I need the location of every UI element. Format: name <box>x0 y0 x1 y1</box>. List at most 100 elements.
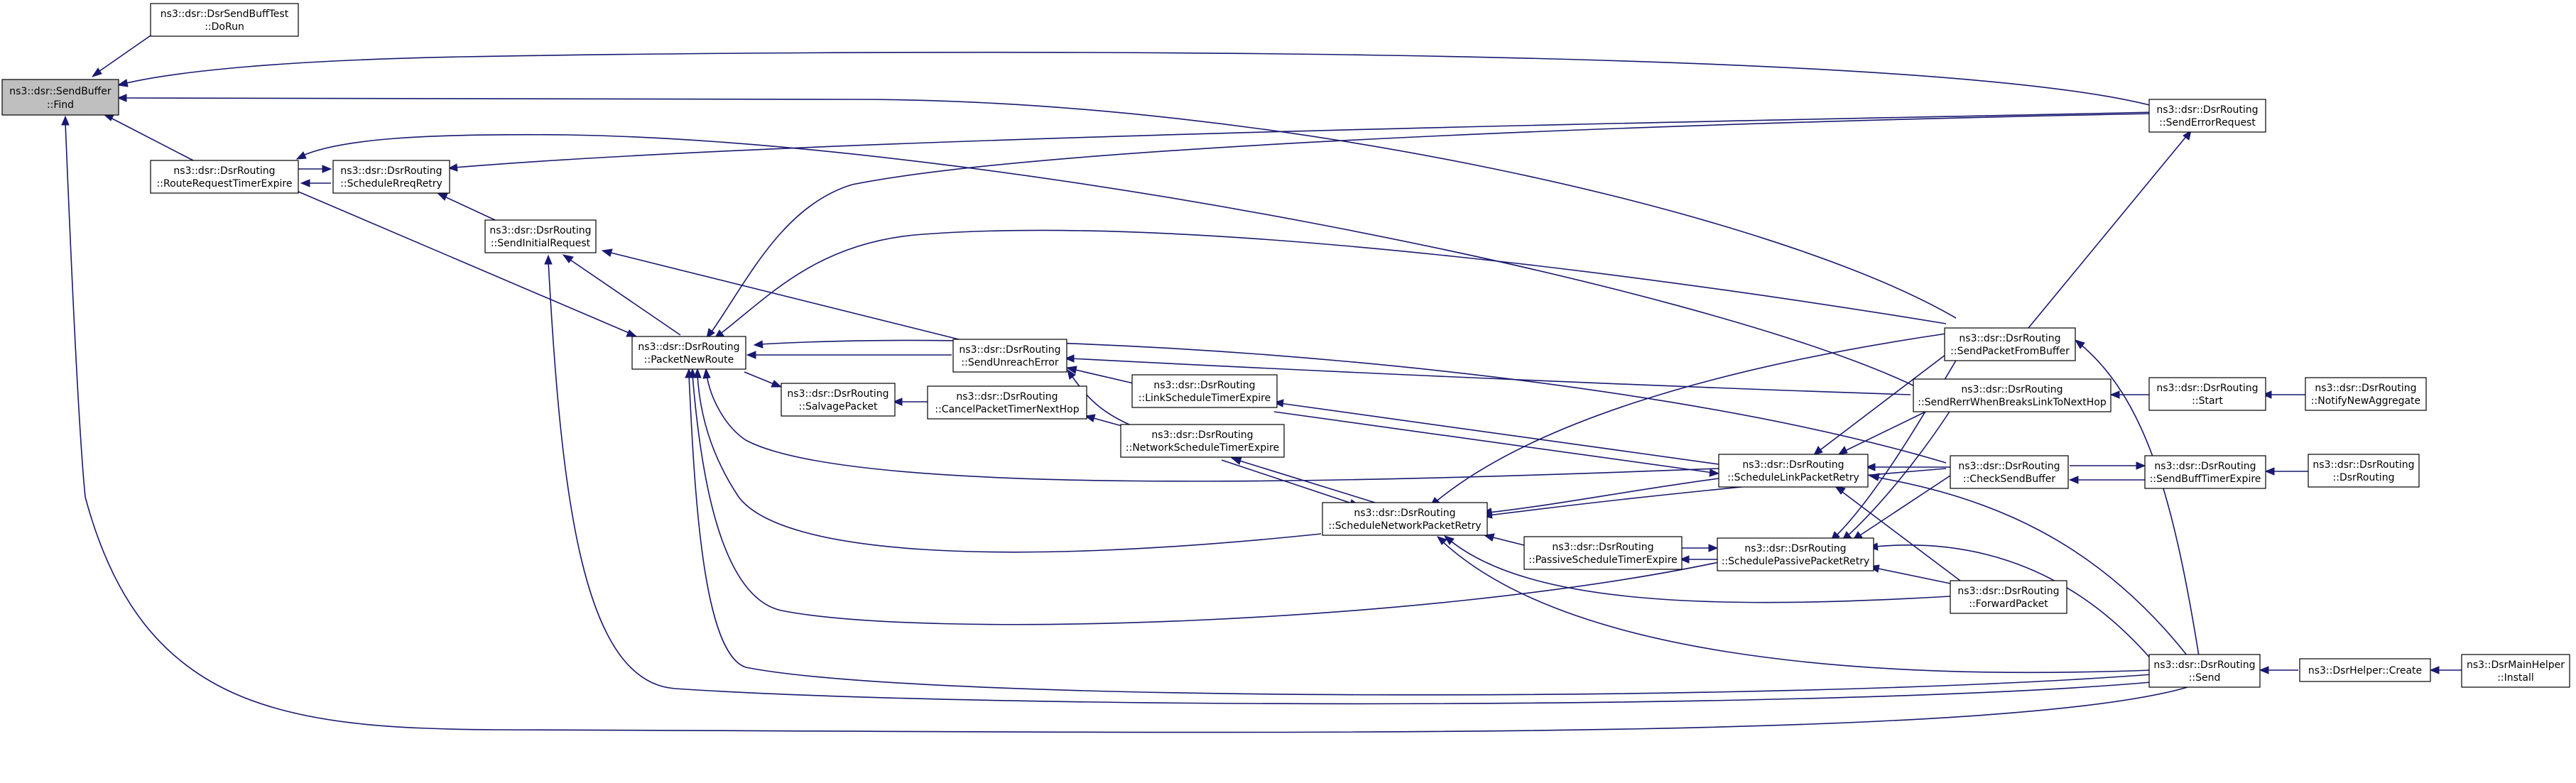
edge-cptnh-to-salvage <box>892 398 928 406</box>
node-label: ::SendPacketFromBuffer <box>1950 346 2070 357</box>
node-dsrmainhelper-install[interactable]: ns3::DsrMainHelper ::Install <box>2461 654 2570 688</box>
node-label: ns3::dsr::DsrRouting <box>1961 384 2063 395</box>
edge-spfb-to-ser <box>2028 129 2192 329</box>
edge-dorun-to-find <box>91 33 153 77</box>
node-label: ns3::dsr::DsrRouting <box>2313 459 2414 471</box>
edge-srwbl-to-sue <box>1064 354 1911 395</box>
edge-nste-to-sue <box>1067 368 1130 425</box>
node-start[interactable]: ns3::dsr::DsrRouting ::Start <box>2148 377 2266 411</box>
node-schedulepassivepacketretry[interactable]: ns3::dsr::DsrRouting ::SchedulePassivePa… <box>1717 537 1874 571</box>
node-label: ns3::dsr::DsrSendBuffTest <box>161 9 289 20</box>
node-label: ns3::dsr::DsrRouting <box>1958 461 2060 472</box>
node-sendpacketfrombuffer[interactable]: ns3::dsr::DsrRouting ::SendPacketFromBuf… <box>1944 327 2076 361</box>
node-sendbufftimerexpire[interactable]: ns3::dsr::DsrRouting ::SendBuffTimerExpi… <box>2144 455 2266 489</box>
edge-spfb-to-snpr <box>1429 333 1947 507</box>
node-label: ::SendInitialRequest <box>491 238 591 249</box>
node-label: ns3::dsr::DsrRouting <box>1552 542 1653 553</box>
node-networkscheduletimerexpire[interactable]: ns3::dsr::DsrRouting ::NetworkScheduleTi… <box>1120 424 1285 458</box>
node-label: ::ScheduleLinkPacketRetry <box>1727 472 1859 483</box>
edge-spfb-to-sppr <box>1830 343 1967 542</box>
node-notifynewaggregate[interactable]: ns3::dsr::DsrRouting ::NotifyNewAggregat… <box>2305 377 2427 411</box>
node-label: ns3::dsr::DsrRouting <box>2153 659 2255 671</box>
node-label: ::SchedulePassivePacketRetry <box>1722 556 1870 567</box>
node-label: ns3::dsr::DsrRouting <box>489 225 591 236</box>
node-checksendbuffer[interactable]: ns3::dsr::DsrRouting ::CheckSendBuffer <box>1950 455 2069 489</box>
edge-send-to-pnr <box>685 368 2153 696</box>
node-sendbuffer-find[interactable]: ns3::dsr::SendBuffer ::Find <box>1 79 119 116</box>
node-label: ::Find <box>47 99 74 111</box>
edge-ser-to-find-upper <box>116 51 2156 107</box>
edge-pste-to-sppr <box>1680 544 1719 552</box>
node-label: ns3::dsr::DsrRouting <box>638 341 739 353</box>
node-label: ns3::dsr::DsrRouting <box>2154 461 2256 472</box>
node-label: ::LinkScheduleTimerExpire <box>1138 393 1271 404</box>
edge-send-to-sir <box>544 254 2160 705</box>
edge-sppr-to-pste <box>1679 555 1717 564</box>
edge-ctor-to-sbte <box>2264 467 2308 476</box>
edge-spfb-to-pnr <box>713 229 1947 339</box>
edge-srwbl-to-rrte <box>295 133 1918 388</box>
node-label: ns3::dsr::DsrRouting <box>1959 333 2060 344</box>
node-sendunreacherror[interactable]: ns3::dsr::DsrRouting ::SendUnreachError <box>952 339 1067 373</box>
node-label: ::RouteRequestTimerExpire <box>157 178 293 190</box>
edge-ser-to-srr <box>447 111 2156 172</box>
node-label: ns3::dsr::DsrRouting <box>1957 586 2059 597</box>
node-schedulerreqretry[interactable]: ns3::dsr::DsrRouting ::ScheduleRreqRetry <box>332 160 450 194</box>
node-dsrsendbufftest-dorun[interactable]: ns3::dsr::DsrSendBuffTest ::DoRun <box>150 3 299 37</box>
edge-csb-to-slpr <box>1865 463 1950 471</box>
node-label: ::ScheduleRreqRetry <box>340 178 442 190</box>
node-send[interactable]: ns3::dsr::DsrRouting ::Send <box>2148 654 2261 688</box>
node-label: ns3::dsr::DsrRouting <box>1153 380 1255 391</box>
node-dsrrouting-ctor[interactable]: ns3::dsr::DsrRouting ::DsrRouting <box>2308 454 2420 488</box>
node-label: ::Install <box>2497 672 2534 684</box>
edge-pnr-to-salvage <box>744 371 783 388</box>
edge-rrte-to-srr <box>298 165 332 173</box>
edge-csb-to-sbte <box>2070 461 2146 470</box>
edge-nste-to-snpr <box>1221 459 1361 508</box>
node-senderrorrequest[interactable]: ns3::dsr::DsrRouting ::SendErrorRequest <box>2148 99 2266 133</box>
edge-ser-to-pnr <box>706 113 2156 339</box>
node-schedulelinkpacketretry[interactable]: ns3::dsr::DsrRouting ::ScheduleLinkPacke… <box>1718 454 1869 488</box>
node-label: ns3::dsr::DsrRouting <box>2156 104 2258 116</box>
node-label: ::SendUnreachError <box>961 357 1058 368</box>
node-label: ::SendErrorRequest <box>2159 117 2256 128</box>
node-sendrerrwhenbreakslinktonexthop[interactable]: ns3::dsr::DsrRouting ::SendRerrWhenBreak… <box>1913 378 2112 412</box>
node-cancelpackettimernexthop[interactable]: ns3::dsr::DsrRouting ::CancelPacketTimer… <box>927 385 1087 420</box>
edge-lste-to-sue <box>1065 366 1134 384</box>
node-label: ns3::DsrHelper::Create <box>2308 665 2422 677</box>
node-label: ns3::dsr::DsrRouting <box>2315 383 2416 394</box>
node-label: ns3::dsr::DsrRouting <box>787 388 888 400</box>
edge-slpr-to-pnr <box>702 368 1719 482</box>
node-label: ::SalvagePacket <box>799 401 878 412</box>
edge-fwd-to-sppr <box>1868 564 1951 584</box>
node-label: ns3::dsr::DsrRouting <box>956 391 1058 403</box>
node-forwardpacket[interactable]: ns3::dsr::DsrRouting ::ForwardPacket <box>1950 580 2067 614</box>
node-label: ::Start <box>2192 395 2223 407</box>
edge-fwd-to-snpr <box>1443 535 1951 603</box>
edge-pste-to-snpr <box>1483 533 1525 546</box>
node-passivescheduletimerexpire[interactable]: ns3::dsr::DsrRouting ::PassiveScheduleTi… <box>1523 536 1683 570</box>
node-schedulenetworkpacketretry[interactable]: ns3::dsr::DsrRouting ::ScheduleNetworkPa… <box>1322 502 1488 536</box>
edge-srr-to-rrte <box>300 179 331 187</box>
node-salvagepacket[interactable]: ns3::dsr::DsrRouting ::SalvagePacket <box>781 383 896 417</box>
node-linkscheduletimerexpire[interactable]: ns3::dsr::DsrRouting ::LinkScheduleTimer… <box>1131 374 1278 408</box>
edge-sue-to-pnr <box>746 351 952 359</box>
edge-sbte-to-csb <box>2068 476 2145 484</box>
node-dsrhelper-create[interactable]: ns3::DsrHelper::Create <box>2299 658 2431 682</box>
edge-snpr-to-pnr <box>693 368 1322 553</box>
node-routerequesttimerexpire[interactable]: ns3::dsr::DsrRouting ::RouteRequestTimer… <box>150 160 299 194</box>
edge-rrte-to-pnr <box>298 191 638 337</box>
edge-pnr-to-sir <box>562 254 681 336</box>
node-label: ::ForwardPacket <box>1969 598 2048 610</box>
edge-spfb-to-slpr <box>1813 343 1961 456</box>
node-label: ns3::dsr::DsrRouting <box>959 344 1060 356</box>
edge-send-to-find <box>61 115 2188 733</box>
edge-spfb-to-find <box>116 94 1957 319</box>
edge-lste-to-slpr <box>1273 411 1720 477</box>
node-label: ns3::DsrMainHelper <box>2467 659 2565 671</box>
node-label: ::NetworkScheduleTimerExpire <box>1126 442 1279 454</box>
edge-snpr-to-nste <box>1230 456 1376 503</box>
edge-csb-to-pnr <box>753 339 1947 464</box>
node-sendinitialrequest[interactable]: ns3::dsr::DsrRouting ::SendInitialReques… <box>484 219 597 253</box>
node-packetnewroute[interactable]: ns3::dsr::DsrRouting ::PacketNewRoute <box>631 336 746 370</box>
